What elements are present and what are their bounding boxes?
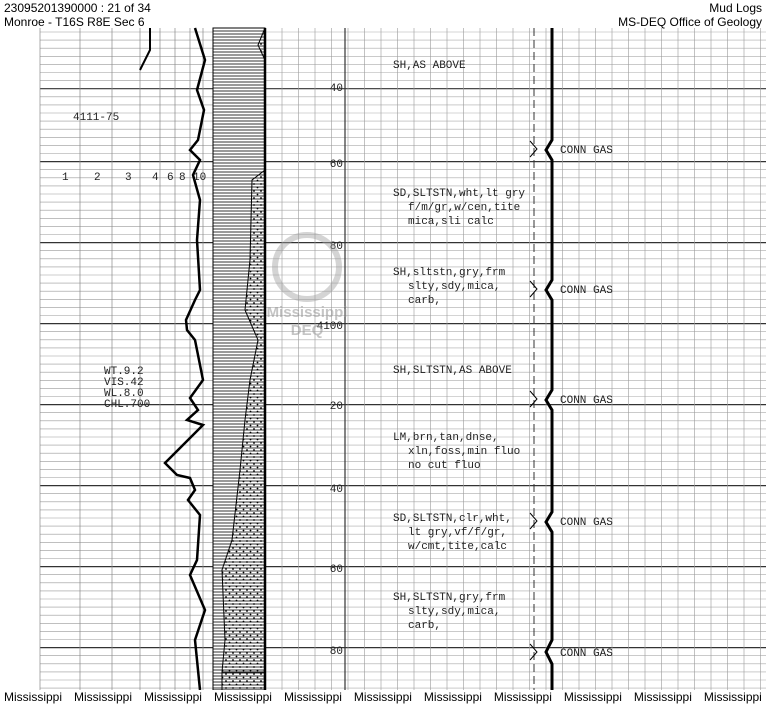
scale-tick-label: 3 [125,172,132,184]
scale-tick-label: 1 [62,172,69,184]
deq-logo-icon [272,232,342,302]
drill-rate-curve [139,28,151,71]
lithology-description: SH,SLTSTN,AS ABOVE [393,365,512,377]
document-id-page: 23095201390000 : 21 of 34 [4,1,151,15]
lithology-description: LM,brn,tan,dnse, [393,432,499,444]
scale-tick-label: 4 [152,172,159,184]
depth-label: 80 [330,646,343,658]
footer-item: Mississippi [563,690,622,704]
scale-tick-label: 6 [167,172,174,184]
lithology-description: mica,sli calc [408,216,494,228]
depth-label: 20 [330,401,343,413]
depth-label: 40 [330,83,343,95]
drill-rate-curve [163,27,207,690]
scale-tick-label: 8 [179,172,186,184]
scale-tick-label: 2 [94,172,101,184]
scale-tick-label: 10 [193,172,206,184]
depth-label: 60 [330,564,343,576]
lithology-description: SD,SLTSTN,clr,wht, [393,513,512,525]
gas-curve [544,28,554,690]
footer-item: Mississippi [353,690,412,704]
gas-label: CONN GAS [560,517,613,529]
gas-label: CONN GAS [560,145,613,157]
lithology-description: SH,sltstn,gry,frm [393,267,506,279]
mud-property: CHL.700 [104,399,150,411]
gas-marker [529,280,538,298]
footer-item: Mississippi [703,690,762,704]
gas-marker [529,643,538,661]
lithology-description: lt gry,vf/f/gr, [408,527,507,539]
gas-marker [529,512,538,530]
footer-item: Mississippi [213,690,272,704]
footer-item: Mississippi [423,690,482,704]
mud-property: WT.9.2 [104,366,144,378]
lithology-description: xln,foss,min fluo [408,446,520,458]
footer-item: Mississippi [283,690,342,704]
lithology-description: slty,sdy,mica, [408,606,500,618]
depth-label: 4100 [317,321,343,333]
gas-label: CONN GAS [560,285,613,297]
lithology-description: SH,SLTSTN,gry,frm [393,592,506,604]
gas-marker [529,390,538,408]
lithology-description: carb, [408,295,441,307]
deq-watermark: Mississippi DEQ [252,232,362,340]
gas-label: CONN GAS [560,648,613,660]
lithology-description: slty,sdy,mica, [408,281,500,293]
footer-item: Mississippi [4,690,63,704]
watermark-line2: DEQ [290,322,324,339]
depth-label: 40 [330,484,343,496]
footer-item: Mississippi [633,690,692,704]
watermark-line1: Mississippi [266,304,348,321]
mud-property: WL.8.0 [104,388,144,400]
footer-item: Mississippi [73,690,132,704]
document-category: Mud Logs [709,1,762,15]
footer-item: Mississippi [143,690,202,704]
lithology-description: SD,SLTSTN,wht,lt gry [393,188,525,200]
gas-label: CONN GAS [560,395,613,407]
lithology-description: f/m/gr,w/cen,tite [408,202,520,214]
footer-item: Mississippi [493,690,552,704]
gas-marker [529,140,538,158]
footer-watermark-row: Mississippi Mississippi Mississippi Miss… [0,690,766,704]
lithology-description: w/cmt,tite,calc [408,541,507,553]
agency-name: MS-DEQ Office of Geology [618,15,762,29]
depth-label: 60 [330,159,343,171]
lithology-description: carb, [408,620,441,632]
lithology-sand [221,671,266,690]
lithology-description: SH,AS ABOVE [393,60,466,72]
date-note: 4111-75 [73,112,119,124]
lithology-description: no cut fluo [408,460,481,472]
mud-property: VIS.42 [104,377,144,389]
well-location: Monroe - T16S R8E Sec 6 [4,15,145,29]
